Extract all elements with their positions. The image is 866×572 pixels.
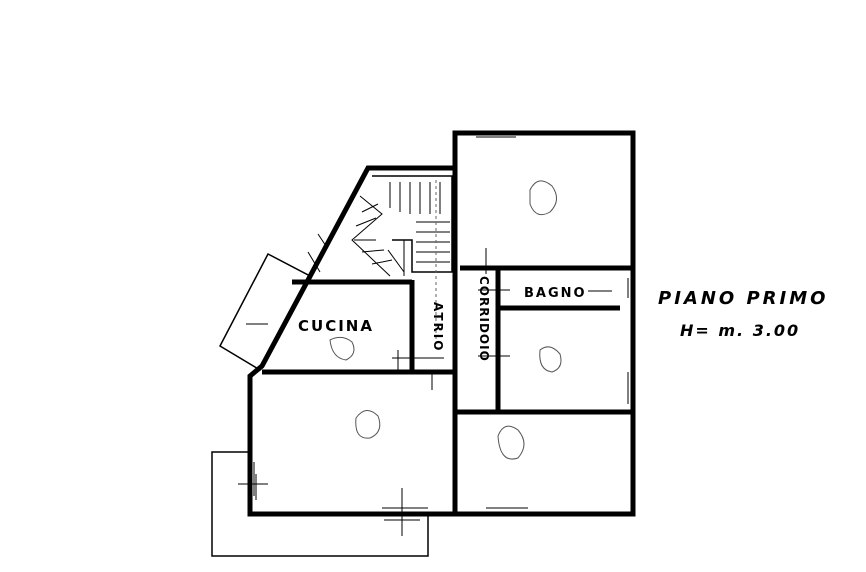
height-note: H= m. 3.00 bbox=[680, 321, 800, 340]
interior-walls bbox=[262, 133, 633, 514]
room-label-atrium: ATRIO bbox=[431, 302, 445, 352]
balcony-south bbox=[211, 451, 429, 557]
plan-title: PIANO PRIMO bbox=[658, 288, 828, 309]
hand-marks bbox=[329, 180, 562, 460]
openings bbox=[253, 136, 629, 509]
outer-walls bbox=[247, 130, 636, 517]
room-label-corridor: CORRIDOIO bbox=[477, 276, 491, 362]
room-label-kitchen: CUCINA bbox=[298, 317, 374, 335]
balcony-northwest bbox=[219, 252, 312, 372]
room-label-bathroom: BAGNO bbox=[524, 286, 587, 301]
staircase bbox=[351, 175, 453, 340]
fixture-marks bbox=[238, 248, 612, 536]
